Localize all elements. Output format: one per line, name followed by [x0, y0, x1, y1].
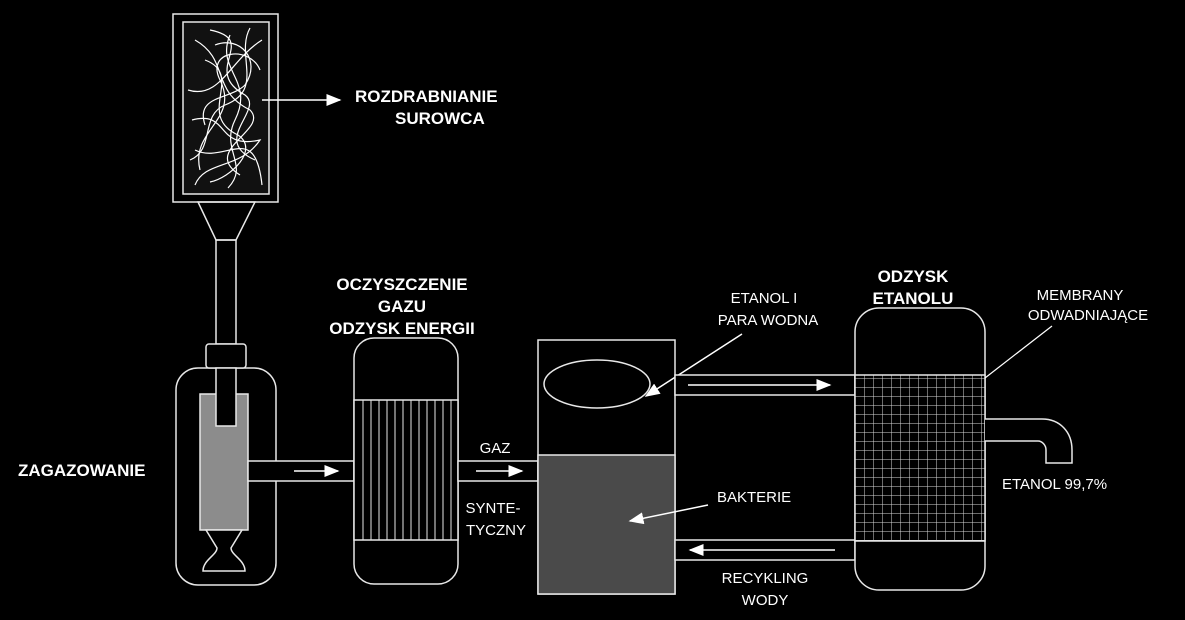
syngas-label: TYCZNY	[466, 522, 526, 539]
fermenter	[537, 339, 676, 595]
membranes-label: ODWADNIAJĄCE	[1028, 307, 1148, 324]
fibre-material	[187, 27, 263, 189]
gas-cleaning-label: OCZYSZCZENIE	[336, 275, 467, 294]
membranes-pointer	[984, 325, 1053, 379]
bacteria-label: BAKTERIE	[717, 489, 791, 506]
water-recycling-label: RECYKLING	[722, 570, 809, 587]
ethanol-vapor-label: ETANOL I	[731, 290, 798, 307]
membranes-label: MEMBRANY	[1037, 287, 1124, 304]
gas-cleaning-label: GAZU	[378, 297, 426, 316]
gas-cleaning-label: ODZYSK ENERGII	[329, 319, 474, 338]
pipe-syngas	[457, 460, 539, 482]
ethanol-vapor-label: PARA WODNA	[718, 312, 819, 329]
ethanol-recovery-column	[854, 307, 986, 591]
bacteria-pointer	[628, 504, 709, 525]
syngas-label: GAZ	[480, 440, 511, 457]
pipe-gasifier-cleaner	[247, 460, 355, 482]
water-recycling-label: WODY	[742, 592, 789, 609]
ethanol-product-label: ETANOL 99,7%	[1002, 476, 1107, 493]
shredding-label: ROZDRABNIANIE	[355, 87, 498, 106]
ethanol-recovery-label: ODZYSK	[878, 267, 950, 286]
ethanol-recovery-label: ETANOLU	[873, 289, 954, 308]
ethanol-outlet	[985, 418, 1073, 464]
pipe-ethanol-vapor	[674, 374, 856, 396]
pipe-water-recycling	[674, 539, 856, 561]
gasifier	[175, 343, 277, 586]
syngas-label: SYNTE-	[465, 500, 520, 517]
gasification-label: ZAGAZOWANIE	[18, 461, 146, 480]
shredding-label: SUROWCA	[395, 109, 485, 128]
gas-cleaning-column	[353, 337, 459, 585]
ethanol-vapor-pointer	[644, 333, 743, 397]
shredder-hopper	[172, 13, 279, 345]
